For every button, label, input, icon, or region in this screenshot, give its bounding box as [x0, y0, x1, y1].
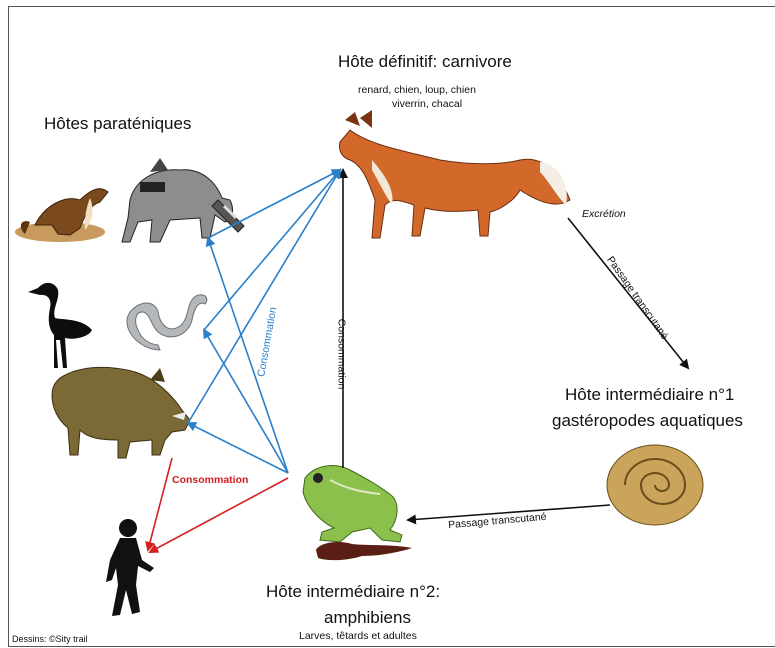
red-arrows: [148, 458, 288, 552]
intermediate-host-1-line2: gastéropodes aquatiques: [552, 411, 743, 431]
definitive-host-title: Hôte définitif: carnivore: [338, 52, 512, 72]
drawing-credits: Dessins: ©Sity trail: [12, 634, 88, 644]
excretion-label: Excrétion: [582, 208, 626, 220]
intermediate-host-2-line2: amphibiens: [324, 608, 411, 628]
intermediate-host-2-stages: Larves, têtards et adultes: [299, 630, 417, 642]
human-icon: [106, 519, 154, 616]
consommation-vertical-label: Consommation: [335, 319, 347, 390]
definitive-host-species-line2: viverrin, chacal: [392, 98, 462, 110]
frog-icon: [303, 466, 402, 542]
boar-icon: [52, 367, 190, 458]
intermediate-host-2-line1: Hôte intermédiaire n°2:: [266, 582, 440, 602]
consommation-red-label: Consommation: [172, 474, 248, 486]
tadpole-icon: [316, 542, 412, 560]
intermediate-host-1-line1: Hôte intermédiaire n°1: [565, 385, 734, 405]
paratenic-hosts-title: Hôtes paraténiques: [44, 114, 191, 134]
definitive-host-species-line1: renard, chien, loup, chien: [358, 84, 476, 96]
marten-icon: [15, 189, 108, 242]
fox-icon: [339, 110, 570, 238]
heron-icon: [28, 283, 92, 368]
snail-icon: [607, 445, 703, 525]
snake-icon: [127, 295, 207, 350]
